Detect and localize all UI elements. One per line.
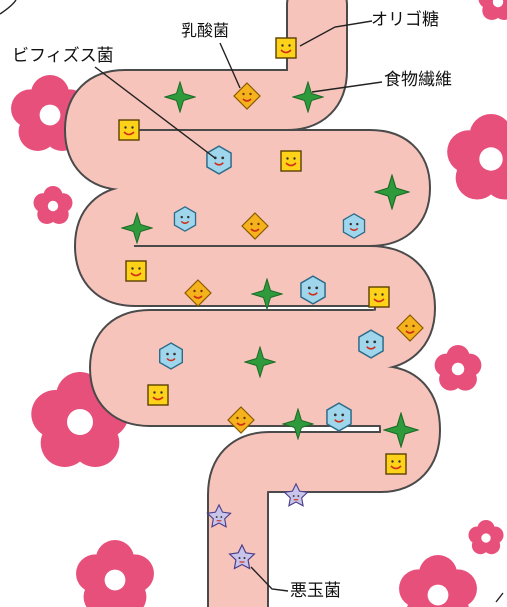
oligo-square-icon [368, 286, 390, 308]
oligosaccharide-label: オリゴ糖 [371, 10, 439, 30]
flower-icon [468, 520, 504, 555]
flower-icon [434, 345, 482, 391]
flower-icon [447, 114, 507, 200]
flower-icon [33, 186, 73, 224]
bifidobacteria-label: ビフィズス菌 [12, 46, 114, 66]
oligo-square-icon [118, 119, 140, 141]
bifido-hexagon-icon [173, 206, 197, 232]
oligo-square-icon [125, 260, 147, 282]
bifido-hexagon-icon [326, 402, 352, 432]
corner-mark-bottom [495, 592, 504, 603]
leader-bad-bacteria [250, 566, 289, 592]
dietary-fiber-label: 食物繊維 [384, 70, 452, 90]
leader-bifidobacteria [94, 66, 216, 159]
bifido-hexagon-icon [206, 145, 232, 175]
bifido-hexagon-icon [342, 213, 366, 239]
oligo-square-icon [385, 453, 407, 475]
oligo-square-icon [275, 37, 297, 59]
leader-oligosaccharide [299, 20, 373, 47]
lactic-acid-label: 乳酸菌 [181, 21, 230, 40]
bifido-hexagon-icon [358, 329, 384, 359]
corner-mark [0, 0, 17, 15]
oligo-square-icon [280, 150, 302, 172]
leader-dietary-fiber [311, 81, 383, 93]
flower-icon [399, 555, 477, 607]
flower-icon [478, 0, 507, 20]
leader-lactic-acid [219, 42, 241, 89]
bad-bacteria-label: 悪玉菌 [290, 581, 341, 601]
intestine-tube [64, 0, 441, 607]
bifido-hexagon-icon [158, 342, 184, 370]
flower-icon [76, 540, 154, 607]
bifido-hexagon-icon [300, 275, 326, 305]
oligo-square-icon [147, 384, 169, 406]
